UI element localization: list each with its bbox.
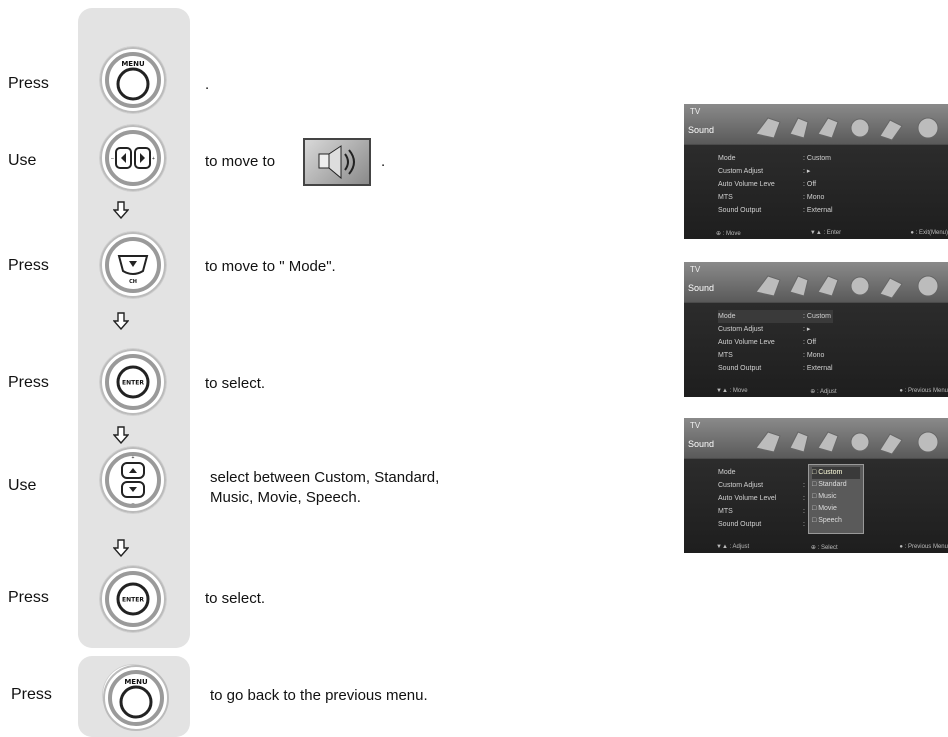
step6-verb: Press bbox=[8, 589, 49, 606]
screen-title: Sound bbox=[688, 125, 715, 135]
step5-verb: Use bbox=[8, 477, 37, 494]
footer-hint: ● : Exit(Menu) bbox=[910, 230, 948, 236]
down-arrow-icon bbox=[113, 201, 129, 219]
row-label[interactable]: MTS bbox=[718, 352, 733, 359]
menu-tab-icons bbox=[755, 117, 939, 141]
left-right-button[interactable]: –+ bbox=[99, 124, 167, 192]
enter-button[interactable]: ENTER bbox=[99, 565, 167, 633]
row-value: : External bbox=[803, 365, 833, 372]
row-label[interactable]: Custom Adjust bbox=[718, 482, 764, 489]
footer-hint: ▼▲ : Enter bbox=[809, 230, 842, 236]
row-value: : Off bbox=[803, 181, 817, 188]
tv-screen-1: TV Sound Mode : Custom Custom Adjust : ▸ A… bbox=[684, 104, 948, 239]
row-value: : Mono bbox=[803, 352, 825, 359]
row-value: : bbox=[803, 495, 805, 502]
step1-desc: . bbox=[205, 76, 210, 93]
step2-verb: Use bbox=[8, 152, 37, 169]
step5-desc: select between Custom, Standard, bbox=[210, 469, 440, 486]
row-label[interactable]: Mode bbox=[718, 469, 736, 476]
step5-desc-line2: Music, Movie, Speech. bbox=[210, 489, 361, 506]
step3-verb: Press bbox=[8, 257, 49, 274]
footer-hint: ● : Previous Menu bbox=[899, 544, 948, 550]
menu-button[interactable]: MENU bbox=[102, 664, 169, 731]
row-value: : Custom bbox=[803, 313, 832, 320]
row-value: : bbox=[803, 521, 805, 528]
svg-text:–: – bbox=[132, 501, 135, 507]
row-label[interactable]: Auto Volume Leve bbox=[718, 181, 775, 188]
screen-title: Sound bbox=[688, 439, 715, 449]
enter-button[interactable]: ENTER bbox=[99, 348, 167, 416]
row-label[interactable]: Mode bbox=[718, 313, 736, 320]
row-value: : ▸ bbox=[803, 168, 811, 175]
row-label[interactable]: Custom Adjust bbox=[718, 326, 764, 333]
row-label[interactable]: MTS bbox=[718, 194, 733, 201]
row-label[interactable]: Sound Output bbox=[718, 521, 762, 528]
row-label[interactable]: MTS bbox=[718, 508, 733, 515]
svg-text:CH: CH bbox=[129, 279, 137, 285]
option-standard[interactable]: □ Standard bbox=[812, 481, 847, 488]
down-arrow-icon bbox=[113, 312, 129, 330]
step1-verb: Press bbox=[8, 75, 49, 92]
row-label[interactable]: Auto Volume Level bbox=[718, 495, 777, 502]
step2-desc-tail: . bbox=[381, 153, 386, 170]
footer-hint: ▼▲ : Adjust bbox=[716, 544, 750, 550]
svg-text:+: + bbox=[152, 156, 155, 162]
mode-options-popup[interactable]: □ Custom □ Standard □ Music □ Movie □ Sp… bbox=[808, 464, 864, 534]
row-value: : ▸ bbox=[803, 326, 811, 333]
menu-tab-icons bbox=[755, 275, 939, 299]
footer-hint: ⊕ : Move bbox=[716, 231, 741, 237]
svg-text:ENTER: ENTER bbox=[122, 597, 144, 604]
tv-screen-3: TV Sound Mode Custom Adjust: Auto Volume… bbox=[684, 418, 948, 553]
footer-hint: ⊕ : Select bbox=[810, 545, 838, 551]
step7-verb: Press bbox=[11, 686, 52, 703]
svg-text:MENU: MENU bbox=[124, 678, 148, 686]
sound-menu-icon bbox=[303, 138, 371, 186]
up-down-button[interactable]: +– bbox=[99, 446, 167, 514]
tv-header: TV bbox=[690, 107, 701, 116]
step6-desc: to select. bbox=[205, 590, 266, 607]
tv-header: TV bbox=[690, 421, 701, 430]
down-button[interactable]: CH bbox=[99, 231, 167, 299]
row-value: : External bbox=[803, 207, 833, 214]
step7-desc: to go back to the previous menu. bbox=[210, 687, 428, 704]
tv-header: TV bbox=[690, 265, 701, 274]
row-label[interactable]: Custom Adjust bbox=[718, 168, 764, 175]
tv-screen-2: TV Sound Mode : Custom Custom Adjust : ▸ A… bbox=[684, 262, 948, 397]
row-label[interactable]: Sound Output bbox=[718, 207, 762, 214]
svg-text:ENTER: ENTER bbox=[122, 380, 144, 387]
option-speech[interactable]: □ Speech bbox=[812, 517, 842, 524]
row-value: : Mono bbox=[803, 194, 825, 201]
step2-desc: to move to bbox=[205, 153, 276, 170]
svg-text:MENU: MENU bbox=[121, 60, 145, 68]
footer-hint: ▼▲ : Move bbox=[716, 388, 748, 394]
step4-verb: Press bbox=[8, 374, 49, 391]
down-arrow-icon bbox=[113, 539, 129, 557]
option-music[interactable]: □ Music bbox=[812, 493, 837, 500]
down-arrow-icon bbox=[113, 426, 129, 444]
svg-text:+: + bbox=[132, 455, 135, 461]
svg-text:–: – bbox=[111, 156, 114, 162]
row-value: : Custom bbox=[803, 155, 832, 162]
option-custom[interactable]: □ Custom bbox=[812, 467, 860, 479]
footer-hint: ● : Previous Menu bbox=[899, 388, 948, 394]
menu-button[interactable]: MENU bbox=[99, 46, 167, 114]
row-value: : Off bbox=[803, 339, 817, 346]
step4-desc: to select. bbox=[205, 375, 266, 392]
step-panel-main bbox=[78, 8, 190, 648]
step3-desc: to move to " Mode". bbox=[205, 258, 336, 275]
row-label[interactable]: Auto Volume Leve bbox=[718, 339, 775, 346]
row-value: : bbox=[803, 482, 805, 489]
row-label[interactable]: Sound Output bbox=[718, 365, 762, 372]
row-value: : bbox=[803, 508, 805, 515]
footer-hint: ⊕ : Adjust bbox=[810, 389, 837, 395]
row-label[interactable]: Mode bbox=[718, 155, 736, 162]
option-movie[interactable]: □ Movie bbox=[812, 505, 837, 512]
screen-title: Sound bbox=[688, 283, 715, 293]
menu-tab-icons bbox=[755, 431, 939, 455]
